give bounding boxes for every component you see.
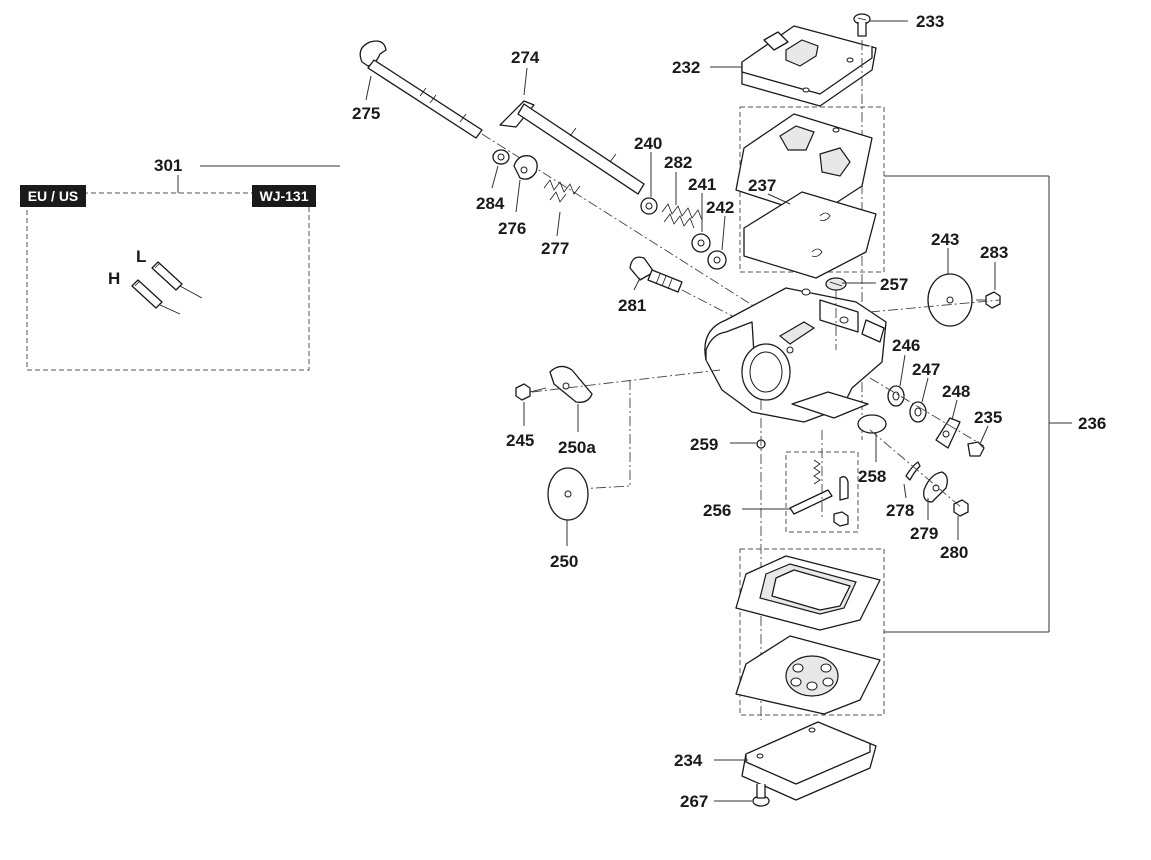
label-250a: 250a bbox=[558, 438, 596, 457]
pump-cover-232 bbox=[741, 25, 877, 107]
screw-280 bbox=[953, 499, 969, 517]
label-259: 259 bbox=[690, 435, 718, 454]
screw-233 bbox=[853, 13, 871, 37]
model-badge bbox=[252, 185, 316, 207]
needle-kit-group-301: EU / US WJ-131 L H bbox=[20, 165, 340, 371]
screw-245 bbox=[515, 383, 547, 401]
diaphragm-250 bbox=[547, 467, 589, 521]
label-281: 281 bbox=[618, 296, 646, 315]
clip-278 bbox=[905, 461, 921, 481]
label-277: 277 bbox=[541, 239, 569, 258]
carburetor-body bbox=[704, 287, 887, 423]
label-245: 245 bbox=[506, 431, 534, 450]
label-275: 275 bbox=[352, 104, 380, 123]
label-240: 240 bbox=[634, 134, 662, 153]
cover-plate-250a bbox=[549, 365, 593, 403]
cover-plate-243 bbox=[927, 273, 973, 327]
label-279: 279 bbox=[910, 524, 938, 543]
label-282: 282 bbox=[664, 153, 692, 172]
choke-shaft-275 bbox=[359, 40, 483, 139]
pump-diaphragm bbox=[743, 191, 877, 279]
filter-screen-257 bbox=[825, 277, 847, 291]
label-274: 274 bbox=[511, 48, 540, 67]
label-235: 235 bbox=[974, 408, 1002, 427]
region-badge bbox=[20, 185, 86, 207]
label-250: 250 bbox=[550, 552, 578, 571]
screw-235 bbox=[967, 441, 985, 457]
metering-lever-256 bbox=[789, 459, 849, 527]
label-256: 256 bbox=[703, 501, 731, 520]
label-278: 278 bbox=[886, 501, 914, 520]
metering-gasket bbox=[735, 555, 881, 631]
throttle-shaft-274 bbox=[499, 100, 645, 195]
screw-283 bbox=[976, 291, 1001, 309]
idle-screw-281 bbox=[629, 256, 683, 293]
bracket-279 bbox=[923, 471, 948, 503]
label-276: 276 bbox=[498, 219, 526, 238]
label-241: 241 bbox=[688, 175, 716, 194]
label-236: 236 bbox=[1078, 414, 1106, 433]
region-badge-text: EU / US bbox=[28, 188, 79, 204]
spring-282 bbox=[661, 203, 703, 229]
label-284: 284 bbox=[476, 194, 505, 213]
label-257: 257 bbox=[880, 275, 908, 294]
pump-gasket-237 bbox=[735, 113, 873, 217]
leader-lines bbox=[365, 20, 996, 802]
part-labels: 233 232 274 275 301 240 282 241 237 242 … bbox=[154, 12, 1106, 811]
spring-277 bbox=[543, 179, 581, 203]
label-267: 267 bbox=[680, 792, 708, 811]
label-280: 280 bbox=[940, 543, 968, 562]
label-258: 258 bbox=[858, 467, 886, 486]
label-242: 242 bbox=[706, 198, 734, 217]
label-232: 232 bbox=[672, 58, 700, 77]
label-234: 234 bbox=[674, 751, 703, 770]
model-badge-text: WJ-131 bbox=[259, 188, 308, 204]
screw-267 bbox=[752, 784, 770, 807]
bracket-236 bbox=[884, 175, 1072, 633]
label-301: 301 bbox=[154, 156, 182, 175]
label-247: 247 bbox=[912, 360, 940, 379]
label-243: 243 bbox=[931, 230, 959, 249]
o-ring-258 bbox=[857, 414, 887, 434]
lever-248 bbox=[935, 417, 961, 449]
label-246: 246 bbox=[892, 336, 920, 355]
metering-diaphragm bbox=[735, 635, 881, 715]
low-speed-needle bbox=[151, 261, 203, 299]
label-283: 283 bbox=[980, 243, 1008, 262]
high-speed-needle bbox=[131, 279, 181, 315]
needle-label-l: L bbox=[136, 247, 146, 266]
label-233: 233 bbox=[916, 12, 944, 31]
label-237: 237 bbox=[748, 176, 776, 195]
lever-276 bbox=[513, 155, 538, 180]
metering-cover-234 bbox=[741, 721, 877, 801]
label-248: 248 bbox=[942, 382, 970, 401]
needle-label-h: H bbox=[108, 269, 120, 288]
